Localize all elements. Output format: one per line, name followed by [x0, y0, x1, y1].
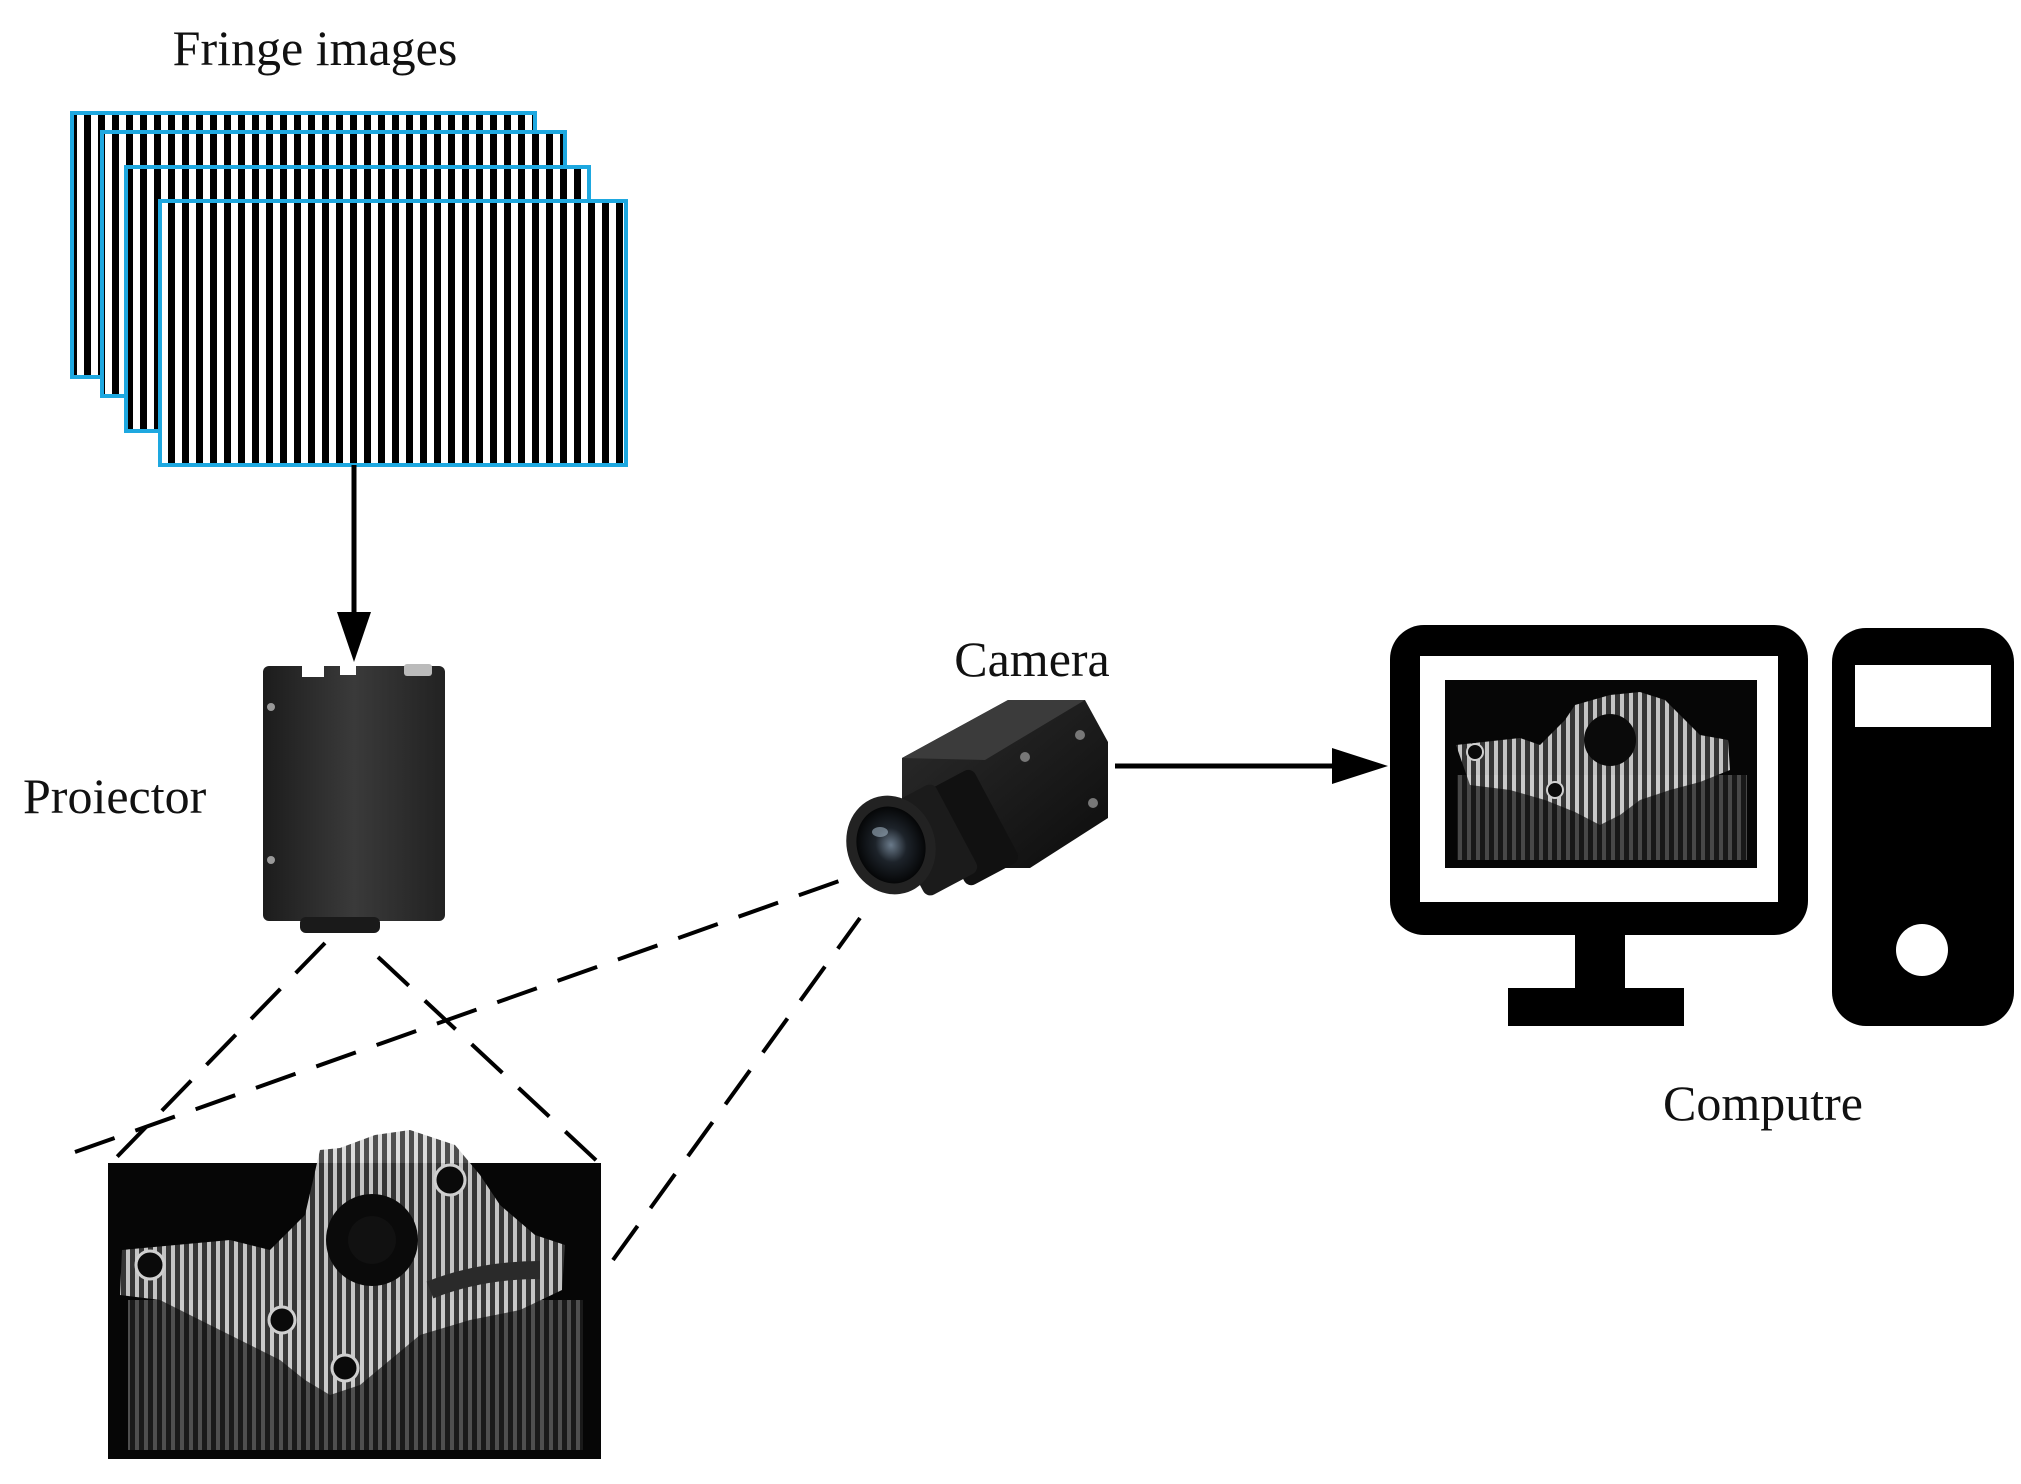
projector-icon [263, 663, 445, 933]
arrow-camera-to-computer [1115, 748, 1388, 784]
camera-label: Camera [954, 631, 1109, 687]
monitor-icon [1390, 625, 1808, 1026]
fringe-image [158, 199, 628, 467]
projection-lines [110, 941, 600, 1164]
fringe-image-stack [70, 111, 628, 467]
arrow-fringe-to-projector [337, 465, 371, 662]
computer-label: Computre [1663, 1075, 1863, 1131]
fringe-images-label: Fringe images [173, 20, 458, 76]
tower-icon [1832, 628, 2014, 1026]
camera-icon [846, 700, 1108, 896]
measured-object-image [108, 1130, 601, 1459]
imaging-lines [74, 856, 905, 1262]
projector-label: Proiector [23, 768, 207, 824]
